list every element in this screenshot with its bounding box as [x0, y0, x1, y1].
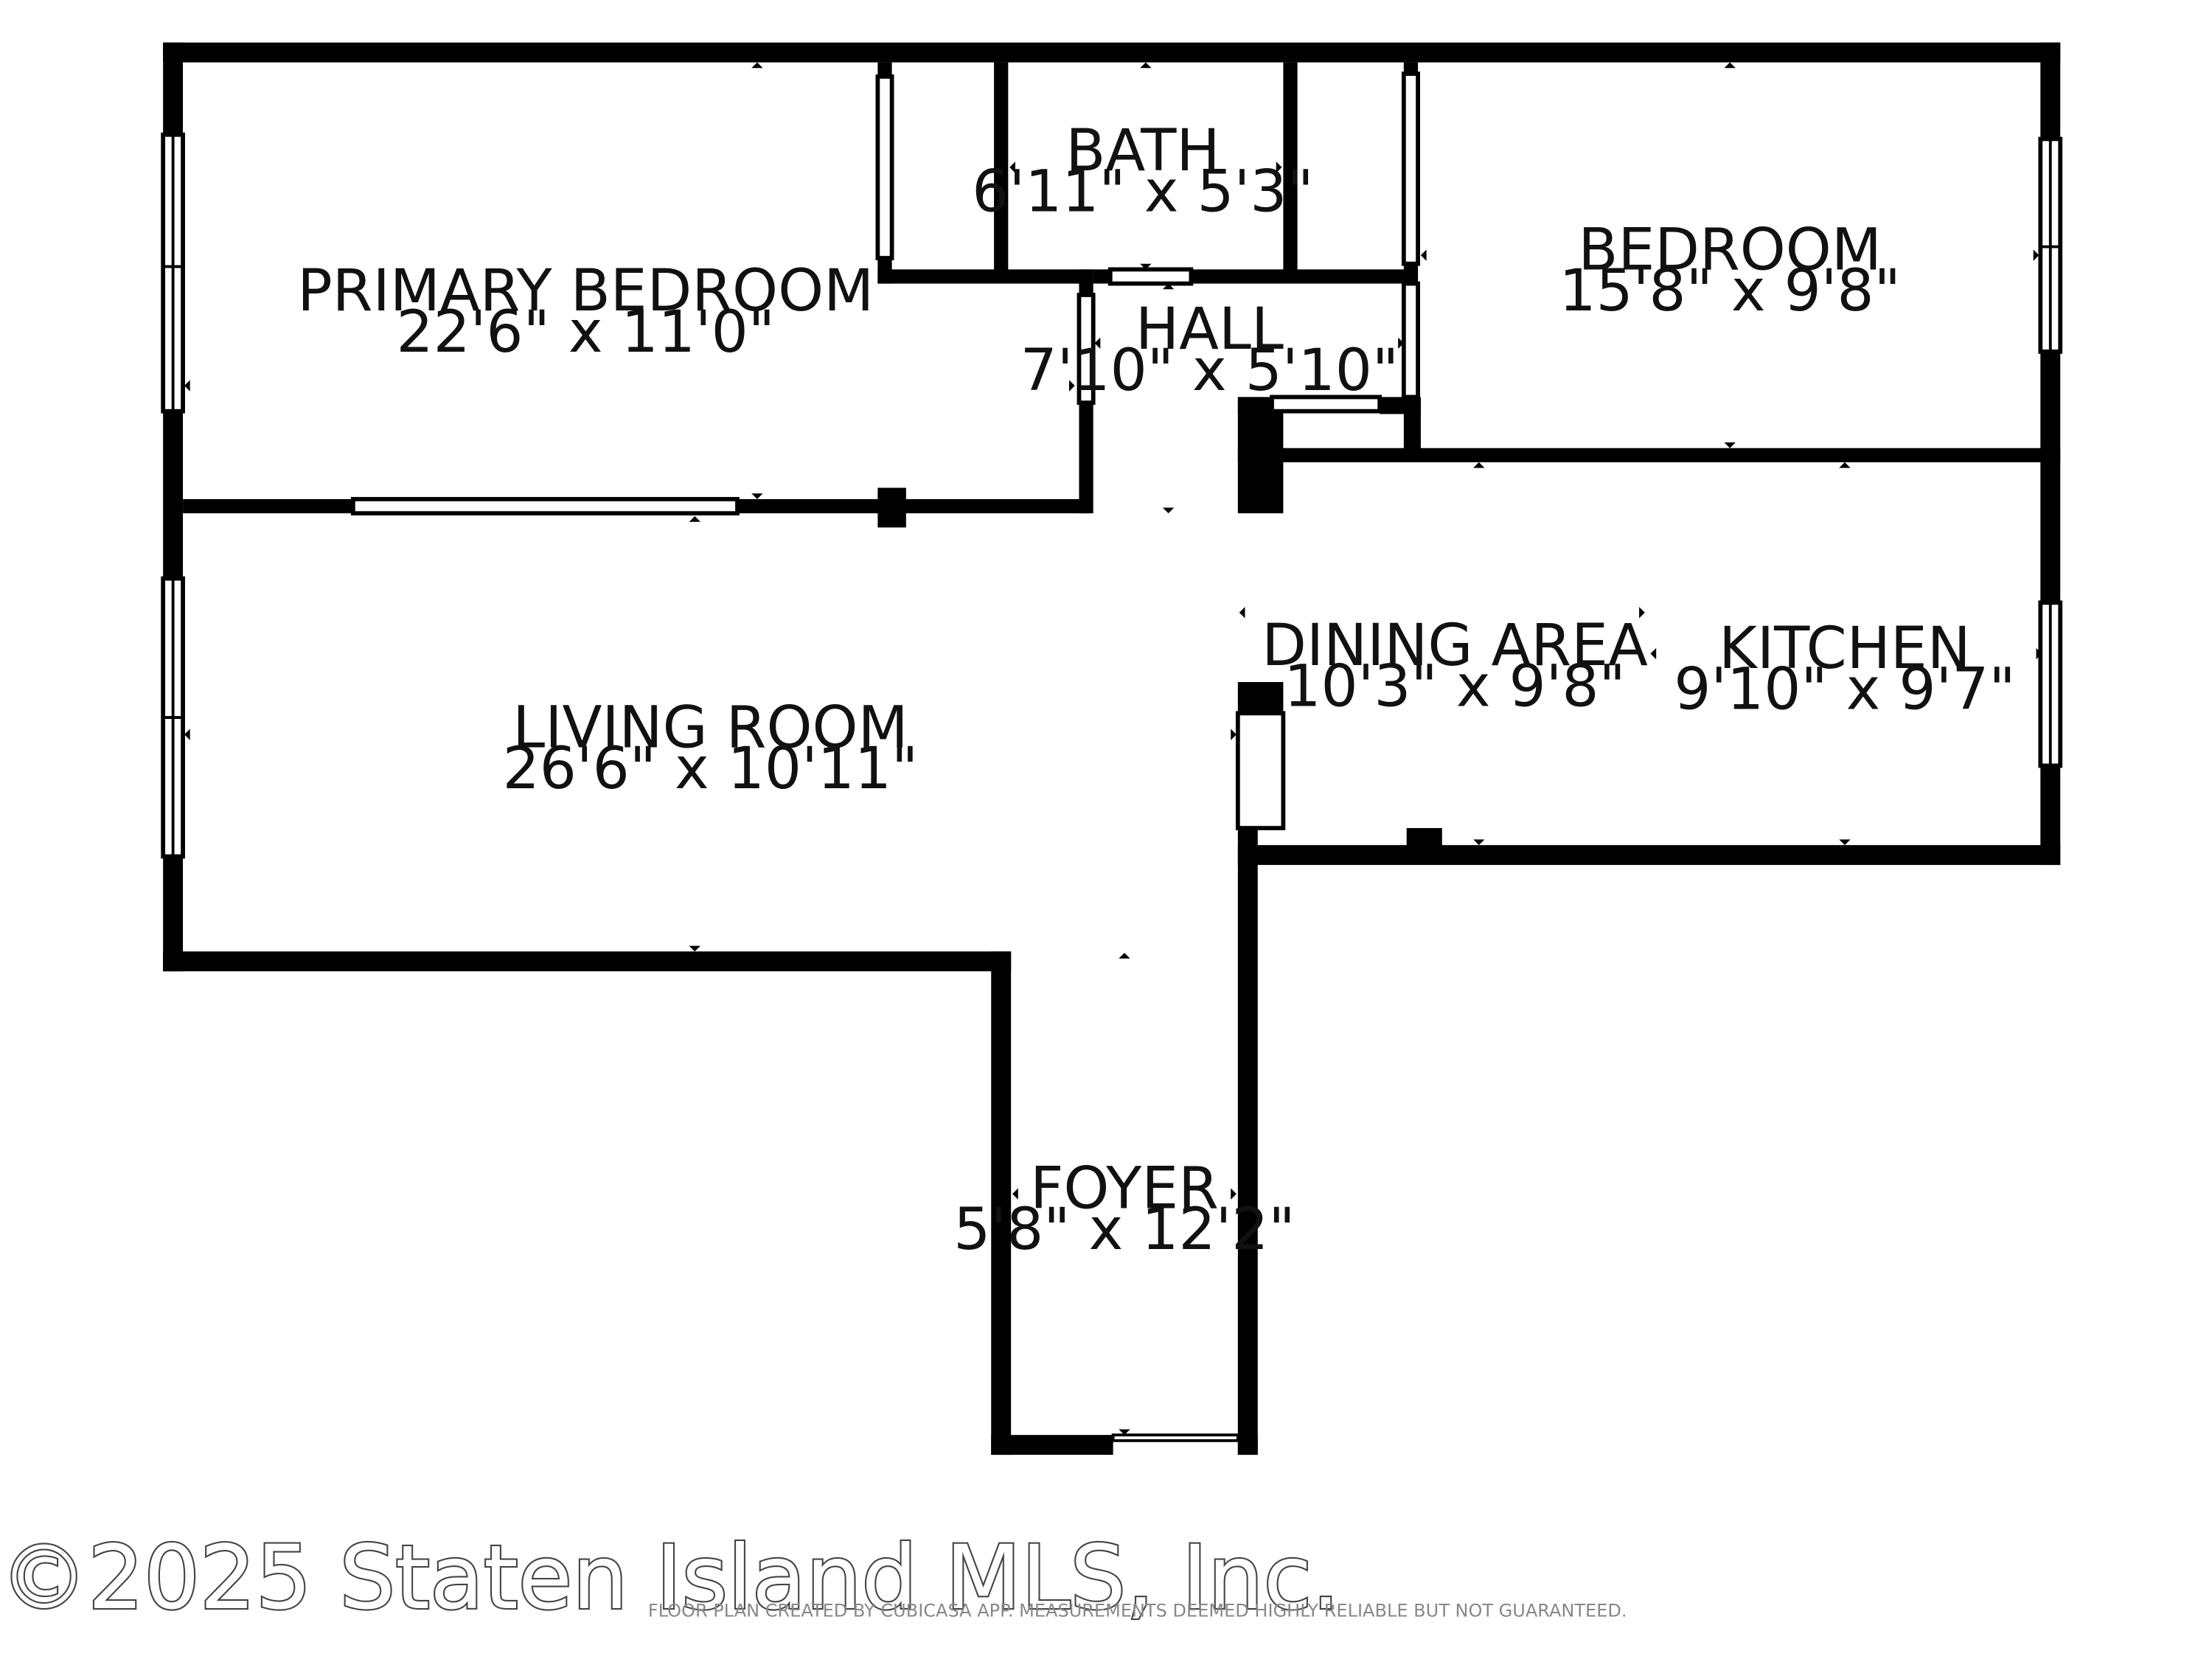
- room-kitchen: KITCHEN 9'10" x 9'7": [1674, 614, 2015, 723]
- room-name: BEDROOM: [1578, 215, 1881, 283]
- room-bath: BATH 6'11" x 5'3": [972, 116, 1313, 226]
- room-dining-area: DINING AREA 10'3" x 9'8": [1262, 611, 1648, 720]
- room-name: BATH: [1065, 116, 1220, 184]
- room-hall: HALL 7'10" x 5'10": [1020, 295, 1399, 404]
- room-dimensions: 26'6" x 10'11": [503, 734, 919, 802]
- room-dimensions: 22'6" x 11'0": [396, 298, 775, 366]
- room-dimensions: 9'10" x 9'7": [1674, 655, 2015, 723]
- room-name: DINING AREA: [1262, 611, 1648, 679]
- disclaimer-text: FLOOR PLAN CREATED BY CUBICASA APP. MEAS…: [648, 1600, 1627, 1621]
- room-name: PRIMARY BEDROOM: [297, 257, 874, 324]
- room-living-room: LIVING ROOM 26'6" x 10'11": [503, 693, 919, 802]
- room-dimensions: 5'8" x 12'2": [953, 1195, 1295, 1263]
- room-name: HALL: [1135, 295, 1284, 363]
- dimension-markers: [184, 62, 2042, 1436]
- copyright-text: ©2025 Staten Island MLS, Inc.: [0, 1527, 1340, 1630]
- room-dimensions: 7'10" x 5'10": [1020, 336, 1399, 404]
- room-name: KITCHEN: [1719, 614, 1971, 682]
- room-foyer: FOYER 5'8" x 12'2": [953, 1154, 1295, 1263]
- room-bedroom: BEDROOM 15'8" x 9'8": [1559, 215, 1900, 324]
- room-name: LIVING ROOM: [512, 693, 908, 761]
- room-name: FOYER: [1030, 1154, 1219, 1222]
- windows: [161, 72, 2063, 1442]
- room-dimensions: 10'3" x 9'8": [1284, 653, 1625, 720]
- room-dimensions: 15'8" x 9'8": [1559, 257, 1900, 324]
- room-primary-bedroom: PRIMARY BEDROOM 22'6" x 11'0": [297, 257, 874, 366]
- room-dimensions: 6'11" x 5'3": [972, 158, 1313, 226]
